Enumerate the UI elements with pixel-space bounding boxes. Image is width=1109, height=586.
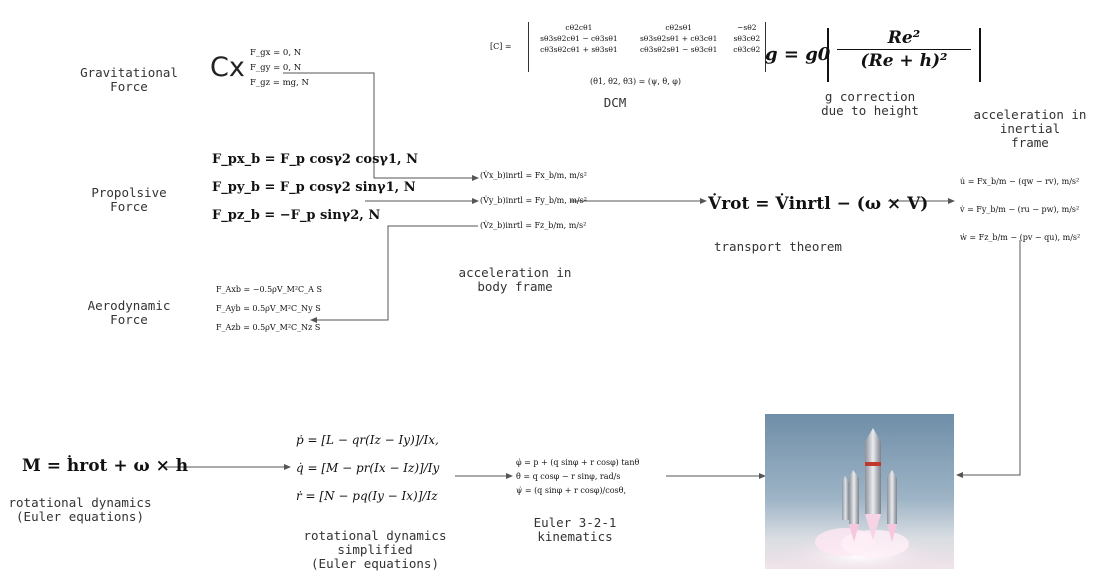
label-line: inertial [999,121,1061,136]
eq-line: φ̇ = p + (q sinφ + r cosφ) tanθ [516,458,640,467]
eq-line: v̇ = Fy_b/m − (ru − pw), m/s² [960,205,1080,214]
inertial-to-rocket-line [956,240,1021,478]
eq-line: ẇ = Fz_b/m − (pv − qu), m/s² [960,233,1081,242]
transport-theorem-equation: V̇rot = V̇inrtl − (ω × V) [708,194,929,214]
label-line: (Euler equations) [16,509,144,524]
label-line: body frame [477,279,553,294]
euler-kinematics-equations: φ̇ = p + (q sinφ + r cosφ) tanθ θ̇ = q c… [516,456,639,498]
grav-to-body-line [283,72,479,181]
g-numerator: Re² [887,28,921,48]
dcm-angles: (θ1, θ2, θ3) = (ψ, θ, φ) [590,77,682,86]
label-line: Force [110,312,148,327]
transport-theorem-label: transport theorem [714,239,842,254]
eq-line: θ̇ = q cosφ − r sinφ, rad/s [516,472,621,481]
eq-line: ψ̇ = (q sinφ + r cosφ)/cosθ, [516,486,627,495]
dcm-cell: cθ3cθ2 [733,45,761,54]
label-line: acceleration in [973,107,1087,122]
cx-operator: Cx [210,52,245,83]
label-line: Force [110,199,148,214]
body-accel-label: acceleration in body frame [445,266,585,294]
propulsive-force-equations: F_px_b = F_p cosγ2 cosγ1, N F_py_b = F_p… [212,146,418,230]
body-accel-equations: (V̇x_b)inrtl = Fx_b/m, m/s² (V̇y_b)inrtl… [480,163,587,238]
label-line: acceleration in [458,265,572,280]
eq-line: ṙ = [N − pq(Iy − Ix)]/Iz [296,489,438,503]
inertial-accel-label: acceleration in inertial frame [960,108,1100,150]
dcm-cell: cθ2sθ1 [665,23,692,32]
eq-line: (V̇z_b)inrtl = Fz_b/m, m/s² [480,221,587,230]
eq-line: u̇ = Fx_b/m − (qw − rv), m/s² [960,177,1080,186]
dcm-cell: cθ2cθ1 [565,23,593,32]
rotational-simplified-label: rotational dynamics simplified (Euler eq… [290,529,460,571]
aero-to-body-line [310,225,478,323]
aerodynamic-force-equations: F_Axb = −0.5ρV_M²C_A S F_Ayb = 0.5ρV_M²C… [216,280,322,337]
gravitational-force-equations: F_gx = 0, N F_gy = 0, N F_gz = mg, N [250,46,309,91]
label-line: Gravitational [80,65,178,80]
inertial-accel-equations: u̇ = Fx_b/m − (qw − rv), m/s² v̇ = Fy_b/… [960,168,1080,252]
label-line: simplified [337,542,413,557]
eq-line: F_gz = mg, N [250,78,309,88]
euler-moment-equation: M = ḣrot + ω × h [22,456,189,476]
rotational-dynamics-label: rotational dynamics (Euler equations) [5,496,155,524]
rotational-simplified-equations: ṗ = [L − qr(Iz − Iy)]/Ix, q̇ = [M − pr(I… [296,426,439,510]
eq-line: F_gy = 0, N [250,63,302,73]
eq-line: (V̇y_b)inrtl = Fy_b/m, m/s² [480,196,587,205]
rocket-image [765,414,954,569]
euler-kinematics-label: Euler 3-2-1 kinematics [520,516,630,544]
eq-line: F_px_b = F_p cosγ2 cosγ1, N [212,152,418,167]
g-bracket: Re² (Re + h)² [827,28,981,82]
g-correction-label: g correction due to height [800,90,940,118]
dcm-cell: −sθ2 [737,23,757,32]
eq-line: F_pz_b = −F_p sinγ2, N [212,208,381,223]
label-line: g correction [824,89,916,104]
g-fraction-bar [837,49,971,50]
g-lhs: g = g0 [765,44,831,65]
dcm-cell: sθ3sθ2cθ1 − cθ3sθ1 [540,34,618,43]
label-line: rotational dynamics [8,495,152,510]
dcm-cell: sθ3cθ2 [733,34,761,43]
label-line: Force [110,79,148,94]
eq-line: F_Azb = 0.5ρV_M²C_Nz S [216,323,321,332]
label-line: due to height [821,103,919,118]
dcm-lhs: [C] = [490,42,512,51]
label-line: Euler 3-2-1 [533,515,617,530]
label-line: rotational dynamics [303,528,447,543]
label-line: Propolsive [91,185,167,200]
label-line: (Euler equations) [311,556,439,571]
dcm-label: DCM [603,95,627,110]
eq-line: F_Axb = −0.5ρV_M²C_A S [216,285,322,294]
label-line: kinematics [537,529,613,544]
label-line: Aerodynamic [87,298,171,313]
label-line: frame [1011,135,1049,150]
dcm-matrix: cθ2cθ1 cθ2sθ1 −sθ2 sθ3sθ2cθ1 − cθ3sθ1 sθ3sθ… [528,22,766,72]
dcm-cell: cθ3sθ2cθ1 + sθ3sθ1 [540,45,618,54]
rocket-illustration [780,428,940,569]
eq-line: q̇ = [M − pr(Ix − Iz)]/Iy [296,461,440,475]
gravitational-force-label: Gravitational Force [70,66,188,94]
eq-line: F_Ayb = 0.5ρV_M²C_Ny S [216,304,321,313]
eq-line: F_py_b = F_p cosγ2 sinγ1, N [212,180,416,195]
eq-line: (V̇x_b)inrtl = Fx_b/m, m/s² [480,171,587,180]
g-denominator: (Re + h)² [860,51,948,71]
propulsive-force-label: Propolsive Force [70,186,188,214]
dcm-cell: cθ3sθ2sθ1 − sθ3cθ1 [639,45,718,54]
eq-line: ṗ = [L − qr(Iz − Iy)]/Ix, [296,433,439,447]
dcm-cell: sθ3sθ2sθ1 + cθ3cθ1 [639,34,718,43]
eq-line: F_gx = 0, N [250,48,302,58]
aerodynamic-force-label: Aerodynamic Force [70,299,188,327]
